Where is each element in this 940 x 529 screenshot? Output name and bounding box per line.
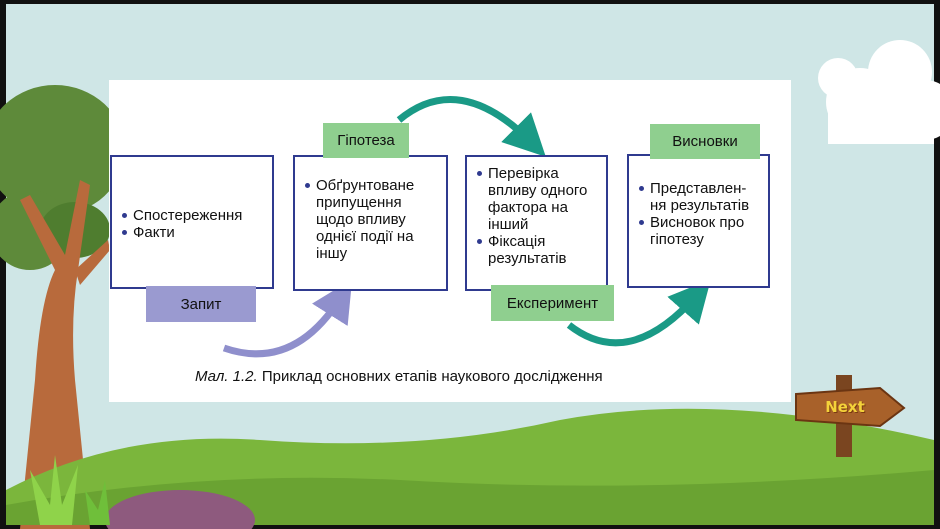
stage-tag-experiment: Експеримент	[491, 285, 614, 321]
list-item: Факти	[122, 224, 262, 241]
list-item: Представлен-ня результатів	[639, 180, 758, 214]
grass-tuft	[30, 455, 110, 525]
next-signpost	[795, 375, 906, 457]
stage-box-query: Спостереження Факти	[110, 155, 274, 289]
caption-label: Мал. 1.2.	[195, 368, 258, 385]
stage-tag-conclusions: Висновки	[650, 124, 760, 159]
stage-tag-query: Запит	[146, 286, 256, 322]
rock	[105, 490, 255, 529]
stage-box-conclusions: Представлен-ня результатів Висновок про …	[627, 154, 770, 288]
caption-text: Приклад основних етапів наукового дослід…	[261, 368, 603, 385]
arrow-hypothesis-to-experiment	[396, 96, 546, 157]
list-item: Перевірка впливу одного фактора на інший	[477, 165, 596, 233]
list-item: Обґрунтоване припущення щодо впливу одні…	[305, 177, 436, 262]
next-button[interactable]: Next	[825, 398, 865, 416]
stage-tag-hypothesis: Гіпотеза	[323, 123, 409, 158]
arrow-query-to-hypothesis	[222, 279, 353, 358]
tree-foliage	[0, 85, 125, 270]
diagram-caption: Мал. 1.2. Приклад основних етапів науков…	[195, 368, 715, 385]
list-item: Фіксація результатів	[477, 233, 596, 267]
list-item: Висновок про гіпотезу	[639, 214, 758, 248]
flow-arrows	[222, 96, 711, 358]
tree-trunk	[20, 180, 90, 529]
list-item: Спостереження	[122, 207, 262, 224]
diagram-slide: Спостереження Факти Запит Обґрунтоване п…	[109, 80, 791, 402]
arrow-experiment-to-conclusions	[566, 279, 711, 347]
cloud-right	[818, 40, 940, 144]
stage-box-experiment: Перевірка впливу одного фактора на інший…	[465, 155, 608, 291]
stage-box-hypothesis: Обґрунтоване припущення щодо впливу одні…	[293, 155, 448, 291]
